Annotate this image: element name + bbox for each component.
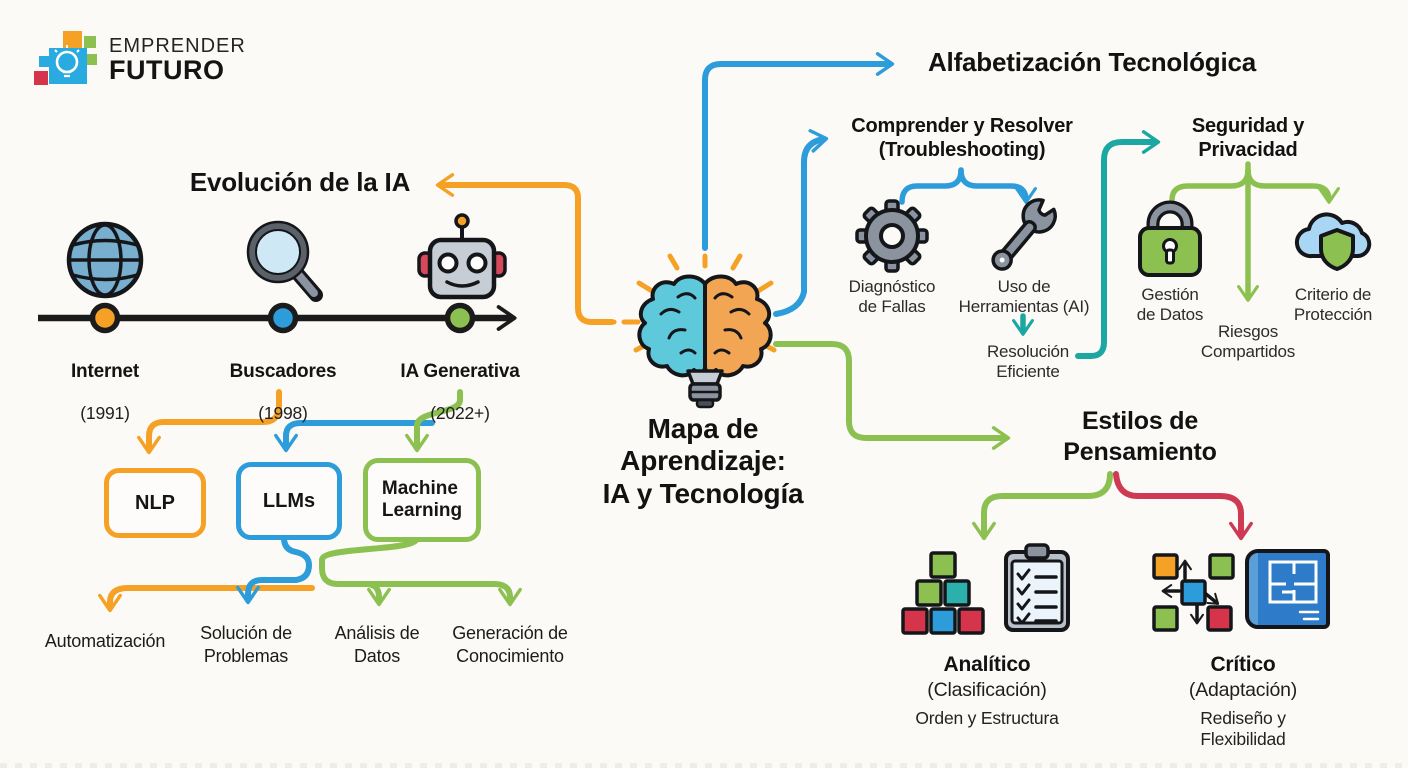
blueprint-icon: [1245, 549, 1330, 629]
timeline-node-ia-generativa: [444, 302, 476, 334]
globe-icon: [66, 221, 144, 299]
box-llms: LLMs: [236, 462, 342, 540]
timeline-label-internet: Internet (1991): [70, 361, 140, 424]
timeline-label-ia-generativa: IA Generativa (2022+): [400, 361, 520, 424]
outcome-automatizacion: Automatización: [44, 631, 166, 651]
style-critico-name: Crítico: [1210, 653, 1276, 676]
robot-icon: [417, 213, 507, 300]
label-diagnostico-fallas: Diagnóstico de Fallas: [848, 277, 936, 317]
wrench-icon: [991, 198, 1057, 271]
security-branches: [1169, 161, 1340, 302]
arrow-machine-learning: [405, 389, 463, 453]
label-gestion-datos: Gestión de Datos: [1136, 285, 1204, 325]
style-critico-description: Rediseño y Flexibilidad: [1200, 708, 1286, 749]
arrow-automatizacion: [98, 585, 315, 613]
blocks-pyramid-icon: [901, 551, 985, 635]
checklist-clipboard-icon: [1004, 543, 1070, 632]
arrow-llms: [274, 420, 435, 453]
connector-alfabetizacion: [702, 52, 895, 251]
paper-edge-texture: [0, 763, 1408, 768]
troubleshooting-bracket: [899, 167, 1037, 205]
brand-logo-text: EMPRENDER FUTURO: [109, 35, 246, 86]
lock-icon: [1138, 200, 1202, 277]
evolution-title: Evolución de la IA: [189, 167, 411, 197]
label-resolucion-eficiente: Resolución Eficiente: [986, 342, 1070, 382]
thinking-title: Estilos de Pensamiento: [1063, 407, 1217, 466]
label-uso-herramientas: Uso de Herramientas (AI): [958, 277, 1090, 317]
label-riesgos-compartidos: Riesgos Compartidos: [1200, 322, 1296, 362]
network-squares-icon: [1152, 553, 1235, 632]
magnifier-icon: [246, 220, 323, 302]
style-analitico-name: Analítico: [943, 653, 1031, 676]
brand-logo-icon: [34, 31, 97, 85]
connector-comprender: [773, 129, 829, 317]
center-title: Mapa de Aprendizaje: IA y Tecnología: [602, 413, 804, 509]
branch-analitico: [972, 471, 1113, 541]
arrow-nlp: [137, 389, 282, 455]
connector-seguridad: [1075, 130, 1161, 359]
half-brain-lightbulb-icon: [637, 274, 773, 409]
label-criterio-proteccion: Criterio de Protección: [1293, 285, 1373, 325]
connector-evolucion: [435, 173, 615, 325]
outcome-generacion-conocimiento: Generación de Conocimiento: [452, 623, 568, 666]
arrow-solucion-problemas: [236, 529, 313, 605]
outcome-solucion-problemas: Solución de Problemas: [200, 623, 292, 666]
cloud-shield-icon: [1295, 212, 1372, 271]
timeline-node-buscadores: [267, 302, 299, 334]
branch-critico: [1113, 471, 1253, 541]
gear-icon: [855, 199, 929, 273]
brand-logo: EMPRENDER FUTURO: [33, 28, 246, 92]
tech-literacy-title: Alfabetización Tecnológica: [927, 47, 1257, 77]
outcome-analisis-datos: Análisis de Datos: [334, 623, 420, 666]
style-analitico-subtitle: (Clasificación): [927, 679, 1047, 701]
brand-name-top: EMPRENDER: [109, 34, 246, 57]
troubleshooting-title: Comprender y Resolver (Troubleshooting): [851, 115, 1073, 161]
connector-estilos: [773, 341, 1011, 450]
box-machine-learning: Machine Learning: [363, 458, 481, 542]
style-critico-subtitle: (Adaptación): [1188, 679, 1298, 701]
box-nlp: NLP: [104, 468, 206, 538]
arrows-ml-outcomes: [319, 531, 522, 607]
brand-name-bottom: FUTURO: [109, 54, 225, 85]
security-title: Seguridad y Privacidad: [1191, 115, 1305, 161]
timeline-node-internet: [89, 302, 121, 334]
timeline-label-buscadores: Buscadores (1998): [229, 361, 337, 424]
timeline-axis: [38, 302, 517, 334]
style-analitico-description: Orden y Estructura: [915, 708, 1059, 728]
